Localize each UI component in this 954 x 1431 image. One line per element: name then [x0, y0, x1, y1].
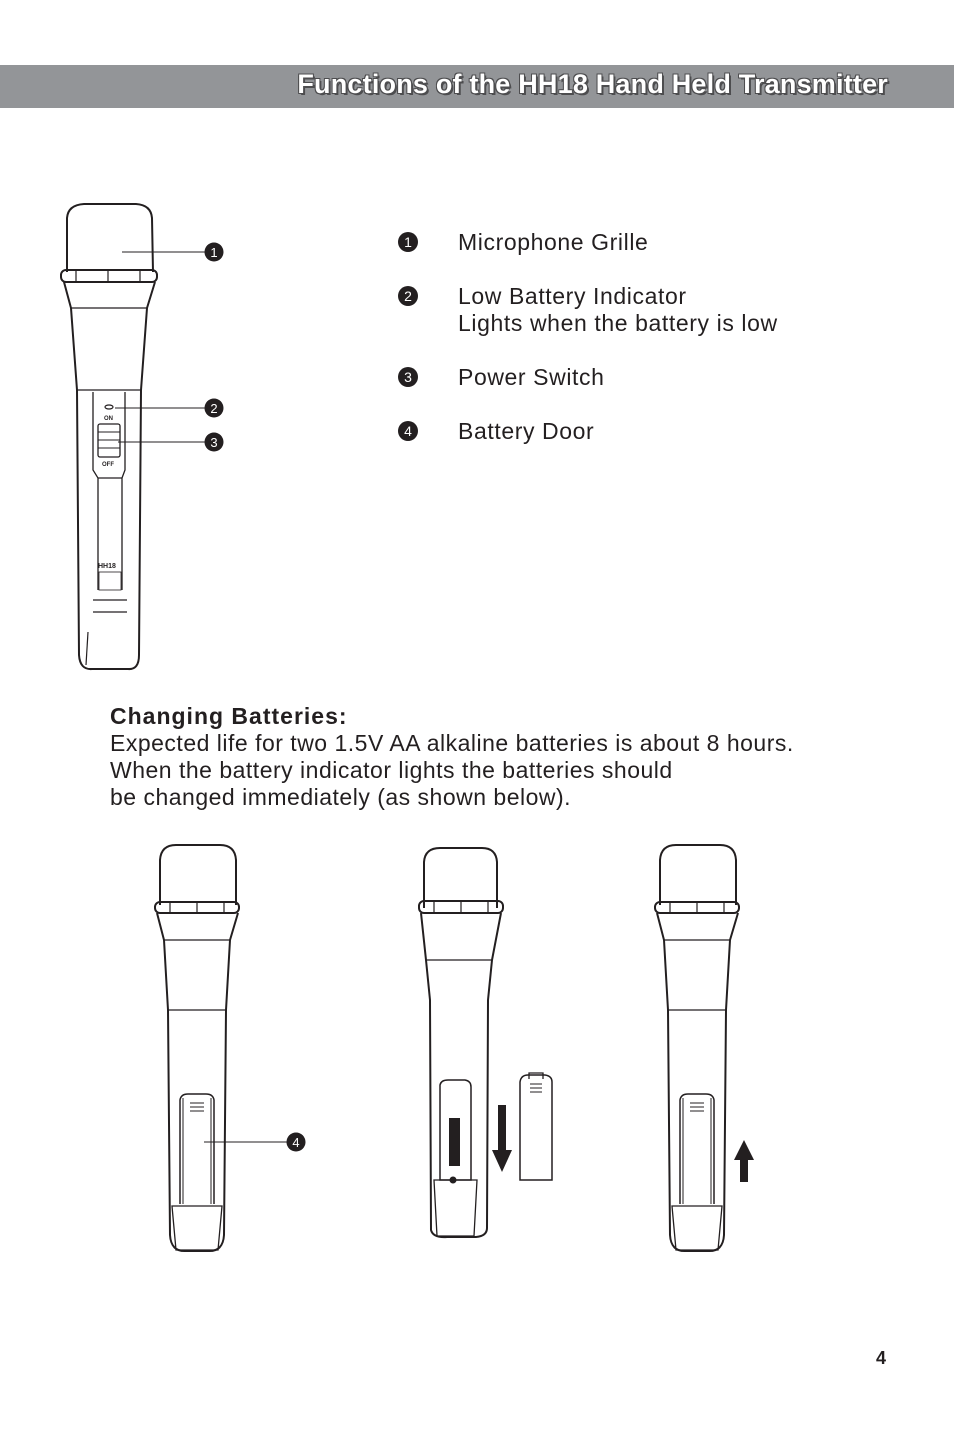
legend-item-microphone-grille: 1 Microphone Grille [398, 229, 918, 256]
body-text: Expected life for two 1.5V AA alkaline b… [110, 730, 794, 756]
legend-text: Low Battery Indicator [458, 283, 687, 309]
legend-text: Battery Door [458, 418, 595, 444]
callout-1: 1 [204, 242, 224, 262]
svg-text:1: 1 [210, 245, 217, 260]
body-text: When the battery indicator lights the ba… [110, 757, 673, 783]
control-panel [92, 392, 126, 590]
feature-legend: 1 Microphone Grille 2 Low Battery Indica… [398, 229, 918, 472]
microphone-grille [66, 203, 154, 273]
arrow-up-icon [734, 1140, 754, 1182]
page-number: 4 [876, 1348, 887, 1368]
battery-compartment [439, 1079, 472, 1181]
page-title: Functions of the HH18 Hand Held Transmit… [297, 69, 888, 99]
legend-item-battery-door: 4 Battery Door [398, 418, 918, 445]
battery-step-1-diagram: 4 [154, 844, 306, 1253]
low-battery-led [104, 404, 114, 410]
legend-number: 2 [398, 286, 418, 306]
battery-door [679, 1093, 715, 1204]
model-label: HH18 [98, 563, 116, 570]
legend-number: 4 [398, 421, 418, 441]
callout-4: 4 [286, 1132, 306, 1152]
svg-text:2: 2 [210, 401, 217, 416]
legend-text: Microphone Grille [458, 229, 649, 255]
svg-text:3: 3 [210, 435, 217, 450]
changing-batteries-section: Changing Batteries: Expected life for tw… [110, 703, 910, 811]
legend-text: Power Switch [458, 364, 605, 390]
callout-2: 2 [204, 398, 224, 418]
on-label: ON [104, 416, 113, 422]
legend-item-power-switch: 3 Power Switch [398, 364, 918, 391]
arrow-down-icon [492, 1105, 512, 1172]
battery-door [179, 1093, 215, 1204]
legend-number: 1 [398, 232, 418, 252]
removed-battery-door [519, 1074, 553, 1181]
body-text: be changed immediately (as shown below). [110, 784, 572, 810]
off-label: OFF [102, 462, 114, 468]
battery-step-2-diagram [418, 847, 553, 1239]
callout-3: 3 [204, 432, 224, 452]
transmitter-diagram: ON OFF HH18 1 2 3 [60, 203, 224, 671]
battery-step-3-diagram [654, 844, 754, 1253]
grille-ring [60, 269, 158, 283]
svg-text:4: 4 [292, 1135, 299, 1150]
section-heading: Changing Batteries: [110, 703, 348, 729]
logo-mark [98, 571, 122, 591]
legend-number: 3 [398, 367, 418, 387]
legend-text: Lights when the battery is low [458, 310, 778, 336]
header-bar: Functions of the HH18 Hand Held Transmit… [0, 65, 954, 108]
legend-item-low-battery-indicator: 2 Low Battery Indicator Lights when the … [398, 283, 918, 337]
handle-body [63, 281, 156, 671]
